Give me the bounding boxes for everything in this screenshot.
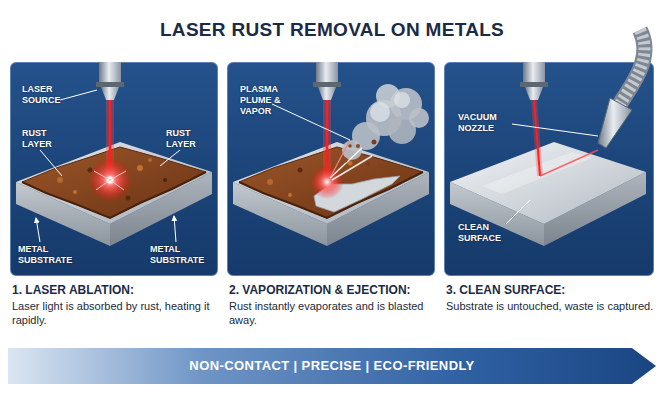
laser-beam-glow (106, 100, 114, 178)
plume-cloud (352, 122, 380, 150)
laser-beam-glow (534, 100, 540, 176)
step-panel: 1. LASER ABLATION:Laser light is absorbe… (10, 62, 218, 276)
debris (366, 162, 370, 166)
debris (343, 158, 348, 163)
plume-cloud (409, 108, 429, 128)
rust-layer (22, 147, 206, 218)
rust-speck (57, 177, 63, 183)
metal-block-side (16, 182, 110, 246)
benefit-arrow: NON-CONTACT | PRECISE | ECO-FRIENDLY (8, 346, 656, 386)
plume-cloud (394, 92, 410, 108)
step-heading: 3. CLEAN SURFACE: (446, 283, 658, 298)
ejection-streak (331, 140, 350, 176)
plume-cloud (390, 88, 422, 120)
impact-glow (310, 165, 344, 199)
step-description: Rust instantly evaporates and is blasted… (229, 299, 439, 327)
spark (96, 180, 110, 190)
laser-head (99, 62, 121, 86)
vacuum-hose (620, 30, 645, 104)
rust-layer (239, 147, 423, 218)
rust-speck (88, 168, 93, 173)
leader-line (506, 200, 530, 224)
step-heading: 1. LASER ABLATION: (12, 283, 222, 298)
laser-tip (318, 87, 336, 100)
laser-head-ring (520, 82, 548, 87)
rust-speck (298, 168, 303, 173)
step-panel: 2. VAPORIZATION & EJECTION:Rust instantl… (227, 62, 435, 276)
rust-speck (288, 193, 292, 197)
laser-head-ring (96, 82, 124, 87)
spark (110, 180, 124, 190)
step-panel: 3. CLEAN SURFACE:Substrate is untouched,… (444, 62, 654, 276)
debris (356, 144, 360, 148)
debris (372, 140, 377, 145)
cleaned-patch (314, 176, 400, 212)
ejection-streak (332, 156, 372, 180)
rust-speck (163, 178, 167, 182)
metal-block-side (450, 182, 544, 246)
impact-glow (88, 158, 132, 202)
rust-speck (267, 179, 273, 185)
step-caption: 3. CLEAN SURFACE:Substrate is untouched,… (446, 283, 658, 313)
benefit-text: NON-CONTACT | PRECISE | ECO-FRIENDLY (8, 346, 656, 386)
rust-speck (348, 161, 353, 166)
debris (348, 144, 352, 148)
laser-head (523, 62, 545, 86)
diagram-title: LASER RUST REMOVAL ON METALS (0, 19, 664, 41)
leader-line (60, 90, 97, 100)
metal-block-top (16, 142, 212, 224)
leader-line (512, 124, 598, 136)
plume-cloud (376, 84, 400, 108)
metal-block-side (110, 172, 212, 246)
laser-tip (101, 87, 119, 100)
rust-speck (73, 190, 77, 194)
rust-speck (126, 196, 131, 201)
hose-ribs (620, 30, 645, 104)
plume-cloud (366, 100, 402, 136)
metal-block-top (233, 142, 429, 224)
rust-edge (22, 172, 206, 218)
metal-block-side (544, 172, 646, 246)
step-heading: 2. VAPORIZATION & EJECTION: (229, 283, 439, 298)
laser-tip (525, 87, 543, 100)
plume-cloud (342, 140, 362, 160)
step-caption: 2. VAPORIZATION & EJECTION:Rust instantl… (229, 283, 439, 327)
step-description: Laser light is absorbed by rust, heating… (12, 299, 222, 327)
clean-metal-top (450, 142, 646, 224)
leader-line (160, 150, 180, 166)
spark (110, 171, 126, 180)
surface-sheen (482, 152, 592, 194)
rust-speck (137, 165, 143, 171)
laser-head (316, 62, 338, 86)
ejection-streak (330, 148, 362, 178)
plume-cloud (370, 102, 390, 122)
metal-block-side (327, 172, 429, 246)
step-caption: 1. LASER ABLATION:Laser light is absorbe… (12, 283, 222, 327)
laser-beam (109, 100, 112, 178)
laser-reflection (540, 150, 598, 176)
laser-beam (326, 100, 329, 180)
laser-beam (534, 100, 540, 176)
metal-block-side (233, 182, 327, 246)
vacuum-nozzle (598, 98, 632, 148)
rust-speck (148, 158, 152, 162)
plume-cloud (388, 116, 416, 144)
rust-edge (239, 172, 423, 218)
leader-line (272, 104, 350, 140)
step-description: Substrate is untouched, waste is capture… (446, 299, 658, 313)
leader-arrow (36, 218, 40, 242)
laser-head-ring (313, 82, 341, 87)
leader-line (40, 150, 62, 176)
spark (94, 171, 110, 180)
impact-point (107, 177, 114, 184)
leader-arrow (174, 216, 176, 242)
laser-beam-glow (323, 100, 331, 180)
